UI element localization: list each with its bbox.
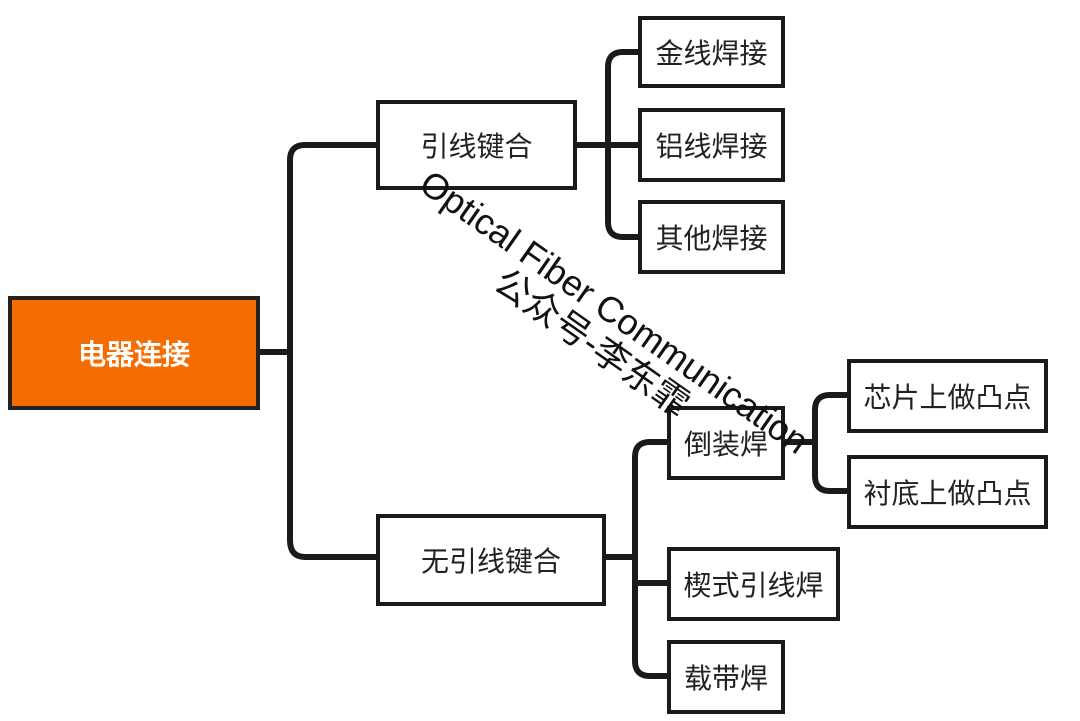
connector-root-trunk: [287, 142, 308, 560]
node-flip-chip-welding: 倒装焊: [667, 406, 785, 480]
node-wireless-bonding: 无引线键合: [376, 514, 606, 606]
node-gold-wire-welding: 金线焊接: [638, 16, 785, 88]
node-label: 无引线键合: [420, 545, 561, 578]
node-tape-carrier-welding: 载带焊: [667, 640, 785, 714]
node-wedge-lead-welding: 楔式引线焊: [667, 547, 840, 621]
node-label: 载带焊: [683, 662, 768, 695]
node-other-welding: 其他焊接: [638, 200, 785, 274]
node-wire-bonding: 引线键合: [376, 100, 577, 190]
node-aluminum-wire-welding: 铝线焊接: [638, 108, 785, 182]
connector-wireless-trunk: [632, 439, 653, 679]
node-label: 衬底上做凸点: [863, 477, 1032, 510]
node-label: 电器连接: [77, 338, 190, 371]
node-label: 引线键合: [420, 130, 533, 163]
node-bump-on-chip: 芯片上做凸点: [847, 359, 1048, 433]
node-label: 铝线焊接: [655, 130, 768, 163]
node-electrical-connection: 电器连接: [8, 296, 260, 410]
node-label: 楔式引线焊: [683, 569, 824, 602]
node-label: 其他焊接: [655, 222, 768, 255]
node-label: 金线焊接: [655, 37, 768, 70]
node-label: 芯片上做凸点: [863, 381, 1032, 414]
connector-flip-trunk: [812, 392, 833, 494]
node-label: 倒装焊: [683, 428, 768, 461]
node-bump-on-substrate: 衬底上做凸点: [847, 455, 1048, 529]
